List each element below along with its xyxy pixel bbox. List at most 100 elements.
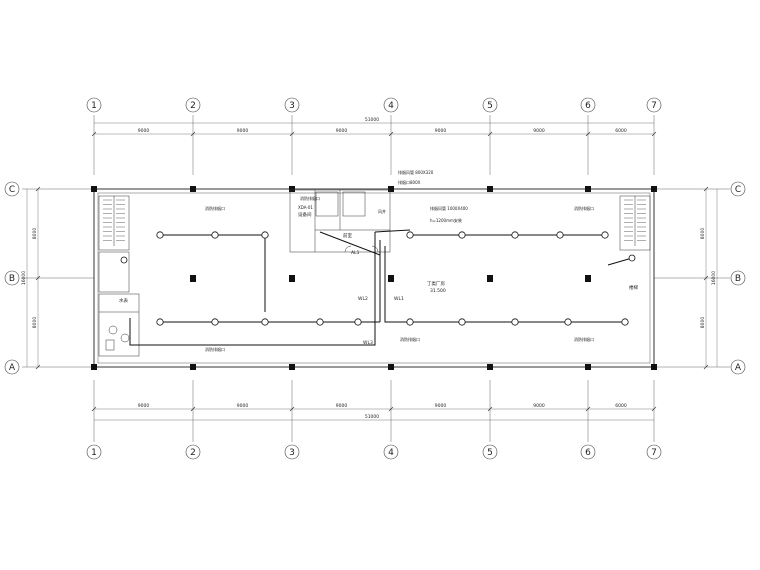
dim-span-text: 9000 bbox=[435, 128, 447, 134]
light-fixture bbox=[156, 318, 164, 326]
dim-tick bbox=[487, 131, 493, 137]
axis-bubble-col-6 bbox=[580, 97, 596, 113]
axis-label-col-4: 4 bbox=[388, 448, 394, 458]
dim-tick bbox=[289, 131, 295, 137]
axis-label-col-2: 2 bbox=[190, 448, 196, 458]
dim-vspan-text: 8000 bbox=[700, 317, 706, 329]
axis-bubble-row-C bbox=[730, 181, 746, 197]
dim-vtick bbox=[35, 275, 41, 281]
axis-bubble-col-3 bbox=[284, 97, 300, 113]
dim-vtotal-text: 16000 bbox=[711, 271, 717, 285]
axis-bubble-col-1 bbox=[86, 97, 102, 113]
axis-grid bbox=[22, 115, 730, 442]
light-fixture bbox=[316, 318, 324, 326]
axis-label-col-6: 6 bbox=[585, 448, 591, 458]
dim-tick bbox=[91, 131, 97, 137]
dim-tick bbox=[91, 406, 97, 412]
column bbox=[487, 275, 493, 282]
light-fixture bbox=[211, 231, 219, 239]
left-service-rooms bbox=[98, 251, 140, 357]
light-fixture bbox=[211, 318, 219, 326]
dim-tick bbox=[190, 131, 196, 137]
column bbox=[190, 364, 196, 370]
column bbox=[388, 275, 394, 282]
riser-label: 风井 bbox=[378, 208, 386, 214]
light-fixture bbox=[511, 318, 519, 326]
axis-bubble-col-5 bbox=[482, 97, 498, 113]
column bbox=[388, 186, 394, 192]
dim-vspan-text: 8000 bbox=[32, 317, 38, 329]
smoke-vent-label-2: 消防排烟口 bbox=[574, 205, 594, 211]
axis-label-row-B: B bbox=[735, 274, 741, 284]
light-fixture bbox=[261, 318, 269, 326]
column bbox=[585, 364, 591, 370]
light-fixture bbox=[354, 318, 362, 326]
column bbox=[651, 364, 657, 370]
smoke-vent-label-3: 消防排烟口 bbox=[205, 346, 225, 352]
dim-vtick bbox=[703, 186, 709, 192]
equipment-room-label: 设备间 bbox=[298, 211, 312, 218]
light-fixture bbox=[156, 231, 164, 239]
column bbox=[289, 275, 295, 282]
stair-right-label: 楼梯 bbox=[629, 284, 638, 291]
axis-label-row-B: B bbox=[9, 274, 15, 284]
column bbox=[487, 364, 493, 370]
dim-total-text: 51000 bbox=[365, 414, 379, 420]
dim-vspan-text: 8000 bbox=[700, 228, 706, 240]
axis-label-col-1: 1 bbox=[91, 101, 97, 111]
axis-bubble-col-7 bbox=[646, 97, 662, 113]
central-core bbox=[289, 189, 391, 253]
light-fixture bbox=[120, 256, 128, 264]
column bbox=[651, 186, 657, 192]
stair-right bbox=[619, 195, 651, 251]
column bbox=[585, 186, 591, 192]
column bbox=[487, 186, 493, 192]
dim-tick bbox=[585, 131, 591, 137]
axis-bubble-row-B bbox=[730, 270, 746, 286]
dim-tick bbox=[388, 131, 394, 137]
building-outline bbox=[93, 188, 655, 368]
dim-span-text: 9000 bbox=[138, 403, 150, 409]
axis-bubble-col-3 bbox=[284, 444, 300, 460]
axis-label-col-7: 7 bbox=[651, 101, 657, 111]
axis-label-col-6: 6 bbox=[585, 101, 591, 111]
axis-label-col-3: 3 bbox=[289, 101, 295, 111]
smoke-vent-label-1: 消防排烟口 bbox=[205, 205, 225, 211]
column bbox=[289, 364, 295, 370]
dim-tick bbox=[388, 406, 394, 412]
dim-span-text: 9000 bbox=[138, 128, 150, 134]
duct-note-2: 排烟口800X bbox=[398, 179, 421, 185]
axis-bubble-col-7 bbox=[646, 444, 662, 460]
structural-columns bbox=[91, 186, 657, 370]
light-fixtures bbox=[120, 231, 636, 326]
dim-tick bbox=[651, 131, 657, 137]
dim-span-text: 9000 bbox=[336, 128, 348, 134]
light-fixture bbox=[511, 231, 519, 239]
column bbox=[190, 186, 196, 192]
axis-bubble-row-A bbox=[4, 359, 20, 375]
dim-vtick bbox=[703, 275, 709, 281]
dim-span-text: 6000 bbox=[615, 403, 627, 409]
light-fixture bbox=[406, 318, 414, 326]
axis-label-row-C: C bbox=[735, 185, 741, 195]
light-fixture bbox=[556, 231, 564, 239]
duct-note-1: 排烟风管 800X320 bbox=[398, 169, 434, 175]
column bbox=[388, 364, 394, 370]
axis-label-col-1: 1 bbox=[91, 448, 97, 458]
axis-label-col-3: 3 bbox=[289, 448, 295, 458]
axis-label-col-5: 5 bbox=[487, 101, 493, 111]
dim-span-text: 9000 bbox=[435, 403, 447, 409]
light-fixture bbox=[261, 231, 269, 239]
axis-label-col-4: 4 bbox=[388, 101, 394, 111]
column bbox=[91, 364, 97, 370]
light-fixture bbox=[621, 318, 629, 326]
dim-span-text: 9000 bbox=[336, 403, 348, 409]
dim-tick bbox=[651, 406, 657, 412]
smoke-vent-label-6: 消防排烟口 bbox=[300, 195, 320, 201]
axis-label-row-A: A bbox=[735, 363, 742, 373]
smoke-vent-label-5: 消防排烟口 bbox=[574, 336, 594, 342]
column bbox=[289, 186, 295, 192]
hall-name: 丁类厂房 bbox=[427, 280, 445, 287]
dim-tick bbox=[289, 406, 295, 412]
dim-span-text: 9000 bbox=[533, 128, 545, 134]
